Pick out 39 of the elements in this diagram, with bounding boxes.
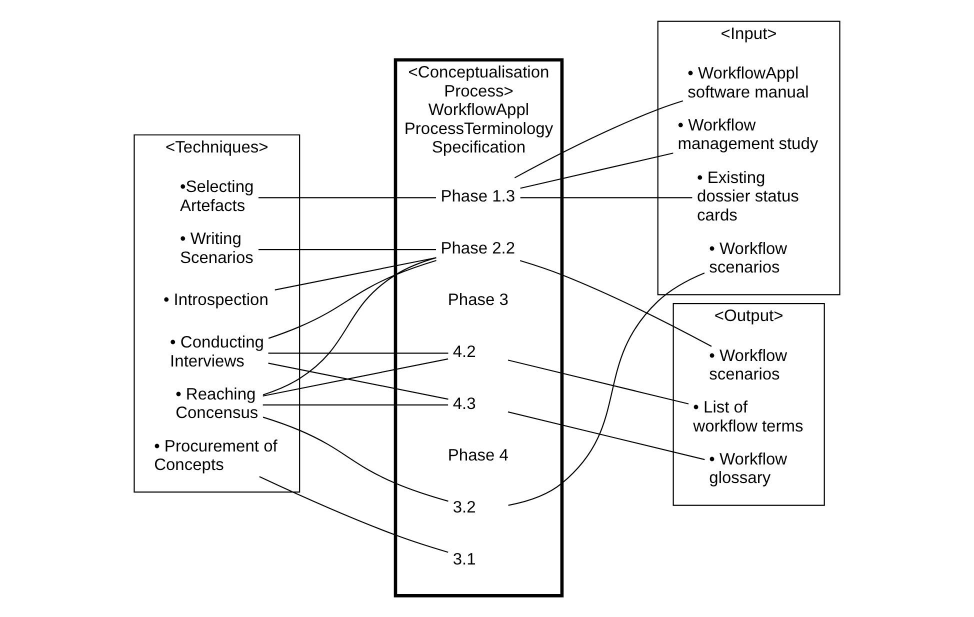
node-text: 3.1 [452,549,476,568]
connector [268,260,436,339]
node-text: 4.2 [452,342,476,362]
node-text: • List of workflow terms [693,398,804,436]
connector [514,100,684,178]
connector [262,358,448,397]
connector [520,260,712,347]
node-text: • Writing Scenarios [180,229,254,267]
connector [262,416,448,502]
node-text: Phase 4 [448,446,508,465]
connector [262,404,448,406]
connector [508,360,689,404]
node-text: Phase 3 [448,290,508,310]
node-text: Phase 2.2 [440,238,516,258]
connector [258,197,436,198]
node-text: 3.2 [452,497,476,516]
node-text: • WorkflowAppl software manual [688,64,809,102]
node-text: • Workflow glossary [709,449,788,488]
connector [520,197,692,198]
connector [274,257,436,290]
node-text: •Selecting Artefacts [180,177,254,215]
connector [268,362,448,400]
node-text: 4.3 [452,394,476,413]
node-text: • Procurement of Concepts [154,436,278,474]
node-text: • Introspection [163,290,268,310]
node-text: • Workflow management study [678,115,818,154]
connector [259,476,448,553]
connector [508,411,705,460]
node-text: • Workflow scenarios [709,238,788,277]
node-text: • Conducting Interviews [170,332,264,370]
connector [508,272,705,506]
connector [268,352,448,354]
node-text: Phase 1.3 [440,186,516,206]
connector [520,152,674,189]
connector [258,248,436,250]
node-text: • Reaching Concensus [176,384,258,422]
node-text: • Existing dossier status cards [697,168,799,224]
connector [262,257,436,396]
node-text: • Workflow scenarios [709,346,788,384]
